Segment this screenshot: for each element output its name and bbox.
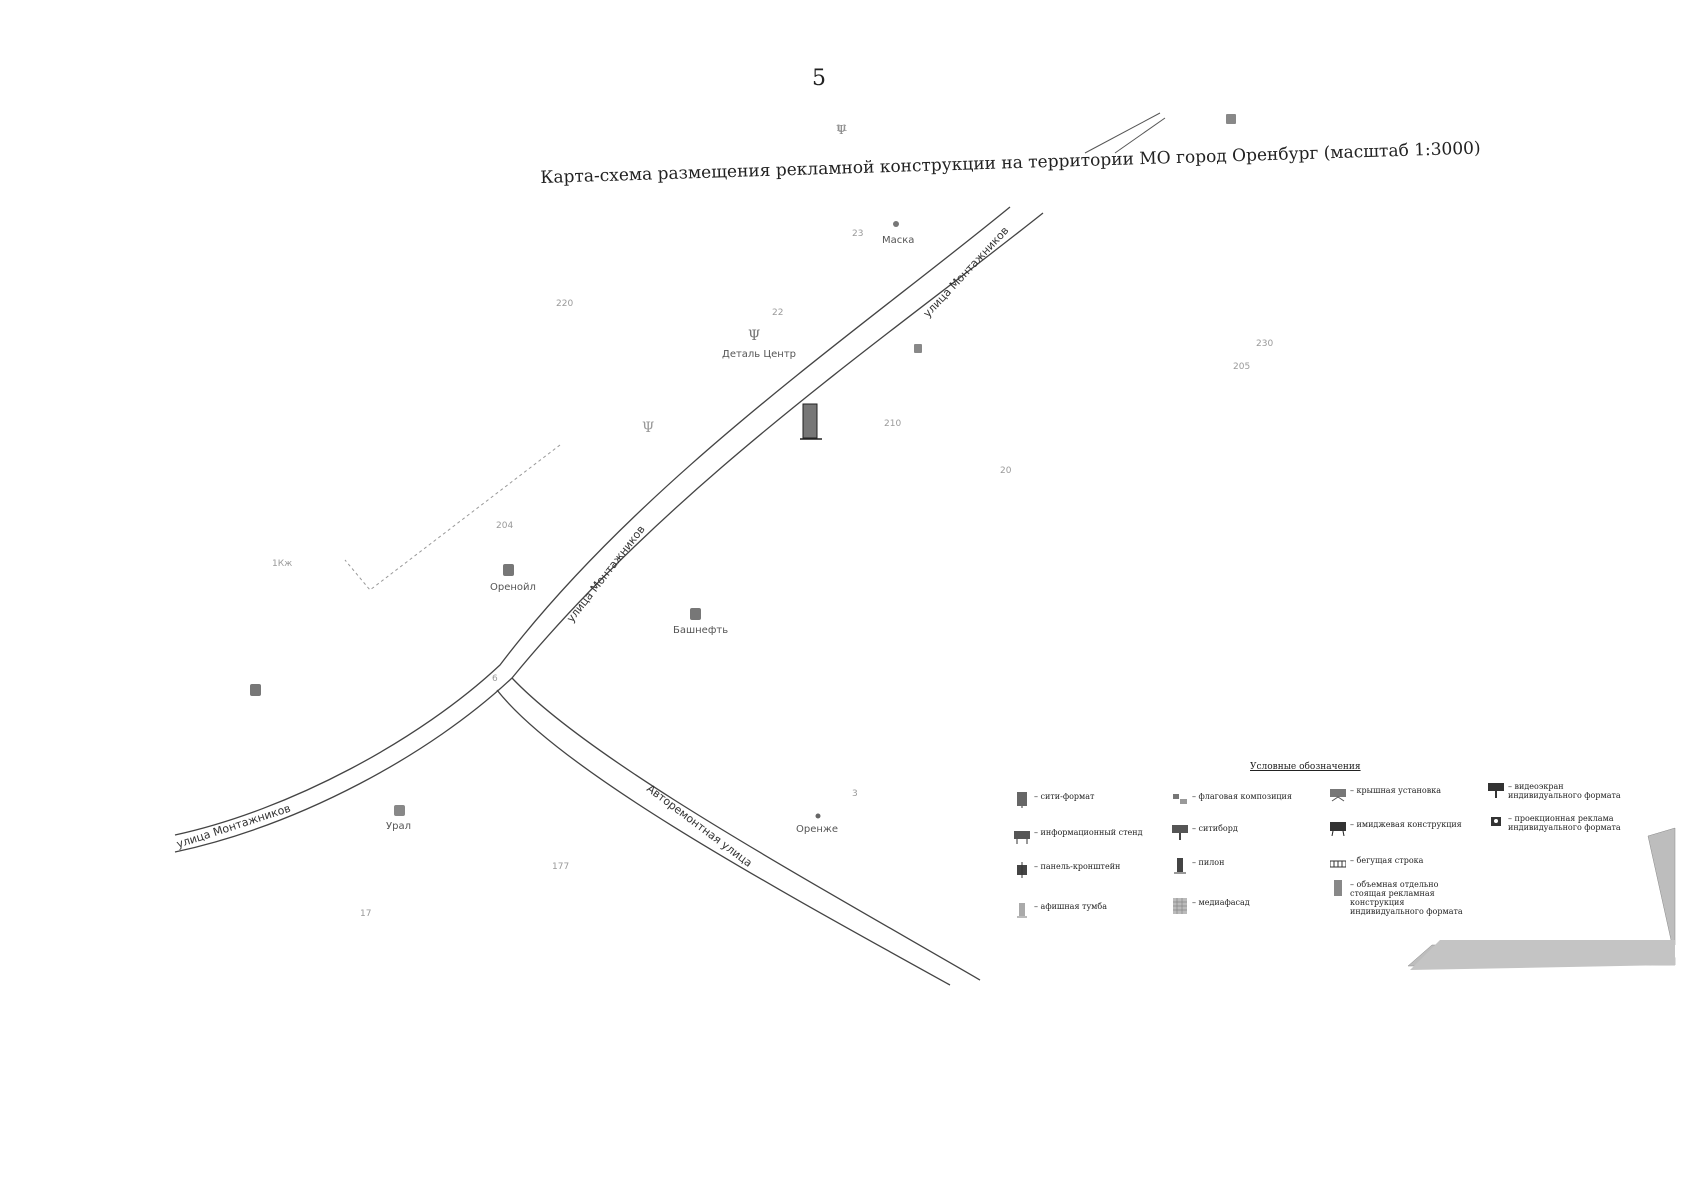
map-legend: Условные обозначения – сити-формат – инф…	[1008, 762, 1628, 932]
flag-composition-icon	[1173, 794, 1187, 804]
poi-top: Ψ	[836, 114, 1236, 353]
car-service-icon	[394, 805, 405, 816]
house-number: 22	[772, 308, 783, 318]
house-number: 23	[852, 229, 863, 239]
fuel-station-icon	[250, 684, 261, 696]
road-montazhnikov	[174, 206, 1044, 853]
house-number: 230	[1256, 339, 1273, 349]
poster-column-icon	[1017, 903, 1027, 918]
pylon-icon	[1174, 858, 1186, 874]
legend-item-cityboard: – ситиборд	[1172, 824, 1238, 840]
fuel-station-icon	[690, 608, 701, 620]
legend-label: – пилон	[1192, 858, 1225, 867]
fuel-station-icon	[503, 564, 514, 576]
city-format-icon	[1017, 792, 1027, 808]
legend-label: – проекционная реклама индивидуального ф…	[1508, 814, 1621, 832]
house-number: 3	[852, 789, 858, 799]
media-facade-icon	[1173, 898, 1187, 914]
house-number: 17	[360, 909, 371, 919]
legend-item-media-facade: – медиафасад	[1172, 898, 1250, 914]
legend-label: – видеоэкран индивидуального формата	[1508, 782, 1621, 800]
road-avtoremontnaya	[496, 677, 981, 986]
poi-detal-center: Ψ Деталь Центр	[722, 328, 796, 360]
poi-label-ural: Урал	[386, 821, 411, 832]
legend-item-projection: – проекционная реклама индивидуального ф…	[1488, 814, 1626, 832]
house-number: 205	[1233, 362, 1250, 372]
legend-item-panel-bracket: – панель-кронштейн	[1014, 862, 1120, 878]
house-number: 11	[836, 124, 847, 134]
house-number: 210	[884, 419, 901, 429]
poi-dot-icon	[893, 221, 899, 227]
legend-item-pylon: – пилон	[1172, 858, 1224, 874]
legend-item-running-line: – бегущая строка	[1330, 856, 1423, 872]
street-label-avtoremontnaya: Авторемонтная улица	[644, 782, 754, 870]
legend-label: – информационный стенд	[1034, 828, 1143, 837]
advertising-structure-marker	[800, 403, 822, 440]
poi-label-orenoil: Оренойл	[490, 582, 536, 593]
poi-label-orenzhe: Оренже	[796, 824, 838, 835]
legend-label: – крышная установка	[1350, 786, 1441, 795]
volumetric-construction-icon	[1334, 880, 1342, 896]
legend-label: – медиафасад	[1192, 898, 1250, 907]
legend-item-flag: – флаговая композиция	[1172, 792, 1292, 808]
running-line-icon	[1330, 860, 1346, 868]
house-numbers: 23 22 220 230 205 210 20 204 1Кж 3 177 1…	[272, 124, 1273, 919]
cityboard-icon	[1172, 825, 1188, 840]
poi-cafe: Ψ	[642, 420, 654, 436]
poi-label-maska: Маска	[882, 235, 914, 246]
legend-label: – флаговая композиция	[1192, 792, 1292, 801]
legend-label: – бегущая строка	[1350, 856, 1424, 865]
image-construction-icon	[1330, 822, 1346, 836]
poi-fuel-west	[250, 684, 261, 696]
boundary-line	[344, 444, 561, 591]
fork-knife-icon: Ψ	[748, 328, 760, 344]
grey-parcel-strip	[1410, 940, 1675, 970]
house-number: 20	[1000, 466, 1012, 476]
legend-item-city-format: – сити-формат	[1014, 792, 1094, 808]
info-stand-icon	[1014, 831, 1030, 844]
house-number: 177	[552, 862, 569, 872]
poi-bashneft: Башнефть	[673, 608, 728, 636]
poi-label-bashneft: Башнефть	[673, 625, 728, 636]
fork-knife-icon: Ψ	[642, 420, 654, 436]
legend-item-roof: – крышная установка	[1330, 786, 1441, 802]
legend-label: – имиджевая конструкция	[1350, 820, 1462, 829]
house-number: 6	[492, 674, 498, 684]
legend-item-image-construction: – имиджевая конструкция	[1330, 820, 1462, 836]
legend-item-info-stand: – информационный стенд	[1014, 828, 1143, 844]
poi-dot-icon	[815, 813, 821, 819]
projection-ad-icon	[1491, 817, 1501, 826]
house-number: 1Кж	[272, 559, 292, 569]
poi-orenzhe: Оренже	[796, 813, 838, 835]
car-service-icon	[1226, 114, 1236, 124]
legend-label: – объемная отдельно стоящая рекламная ко…	[1350, 880, 1463, 916]
legend-item-poster-column: – афишная тумба	[1014, 902, 1107, 918]
road-fragment-top	[1084, 112, 1166, 154]
legend-label: – ситиборд	[1192, 824, 1238, 833]
poi-label-detal-center: Деталь Центр	[722, 349, 796, 360]
roof-installation-icon	[1330, 789, 1346, 802]
poi-orenoil: Оренойл	[490, 564, 536, 593]
legend-label: – афишная тумба	[1034, 902, 1107, 911]
legend-item-video-screen: – видеоэкран индивидуального формата	[1488, 782, 1626, 800]
fork-knife-icon: Ψ	[836, 123, 847, 137]
street-label-montazhnikov-lower: улица Монтажников	[175, 802, 292, 851]
panel-bracket-icon	[1017, 862, 1027, 878]
legend-label: – панель-кронштейн	[1034, 862, 1121, 871]
poi-ural: Урал	[386, 805, 411, 832]
house-number: 220	[556, 299, 573, 309]
legend-item-volumetric: – объемная отдельно стоящая рекламная ко…	[1330, 880, 1468, 916]
poi-maska: Маска	[882, 221, 914, 246]
legend-label: – сити-формат	[1034, 792, 1095, 801]
video-screen-icon	[1488, 783, 1504, 798]
legend-title: Условные обозначения	[1250, 762, 1361, 772]
bus-stop-icon	[914, 344, 922, 353]
house-number: 204	[496, 521, 513, 531]
street-label-montazhnikov-upper: улица Монтажников	[921, 224, 1012, 320]
page-number: 5	[812, 66, 826, 91]
